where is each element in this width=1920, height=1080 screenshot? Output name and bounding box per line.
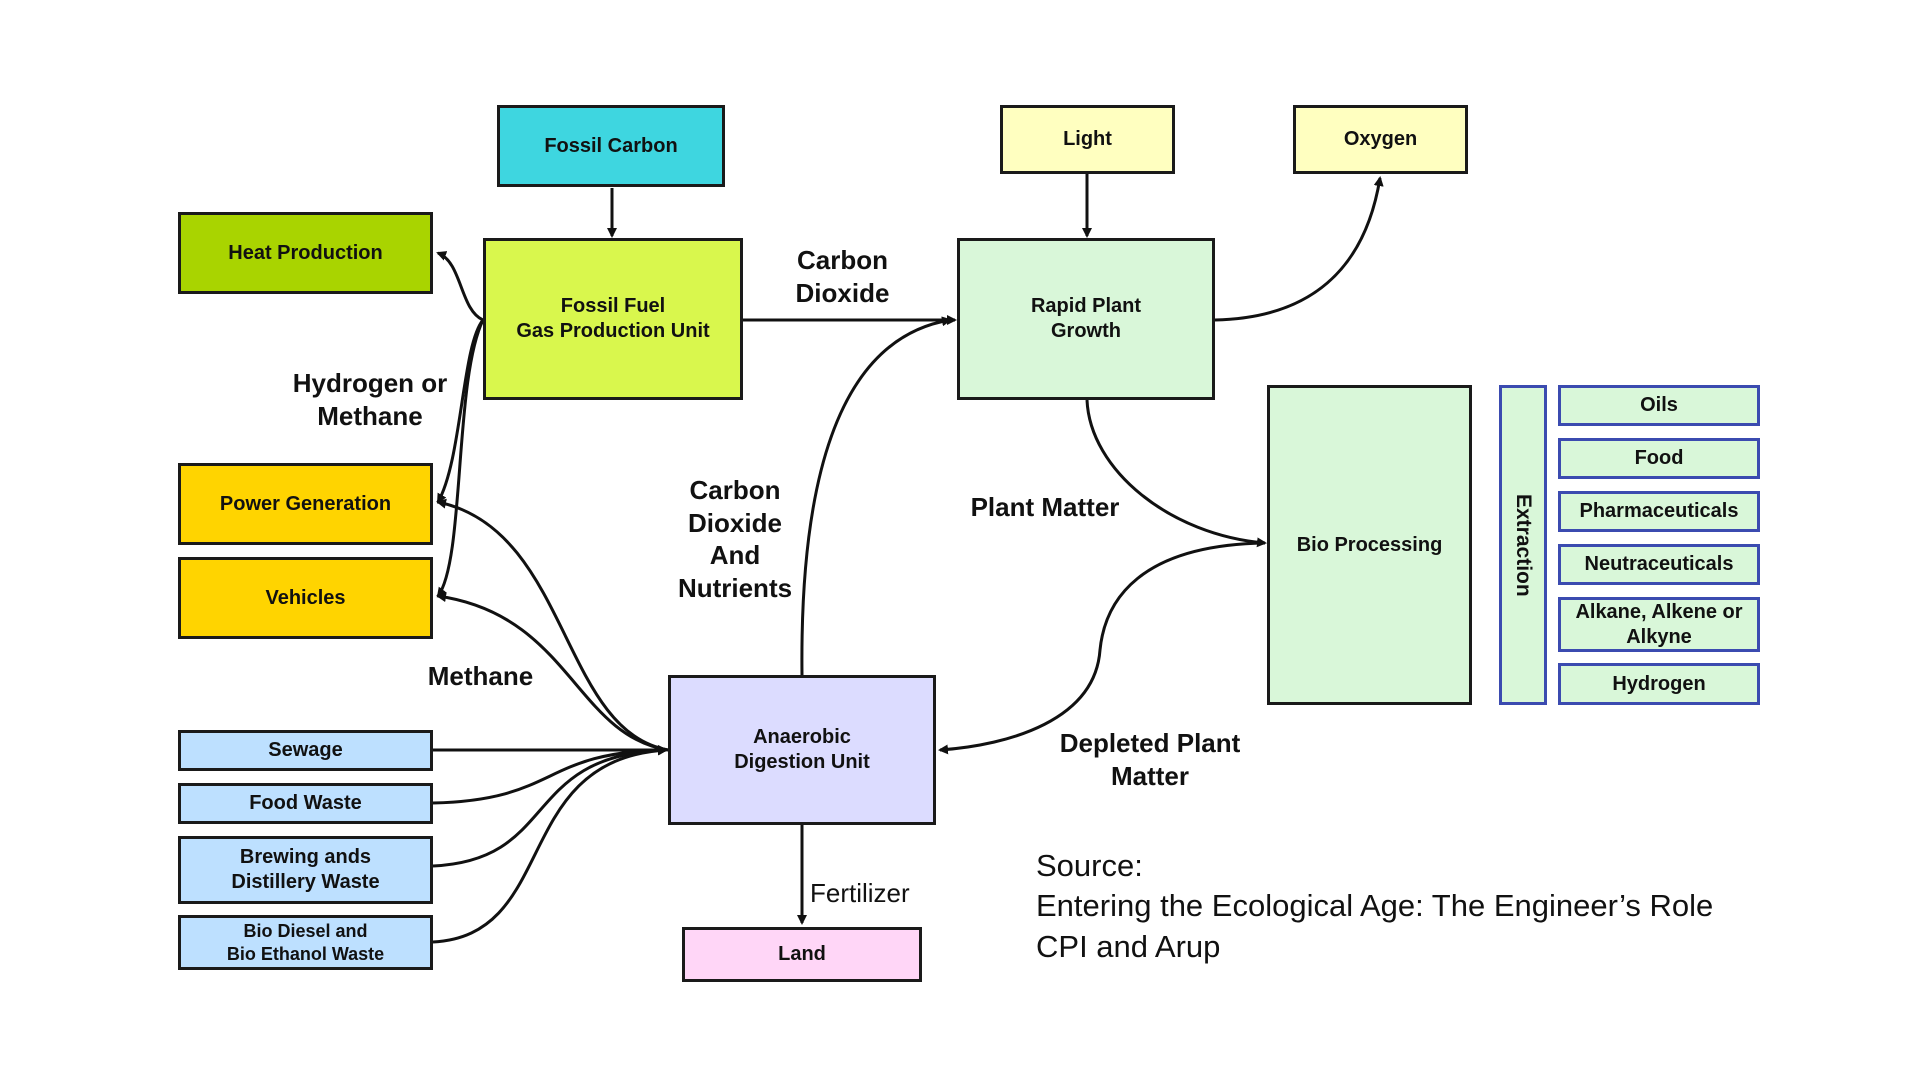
bio-processing-label: Bio Processing <box>1296 533 1443 556</box>
land-label: Land <box>778 943 826 965</box>
biodiesel-waste-label: Bio Diesel and Bio Ethanol Waste <box>226 921 385 964</box>
source-note: Source: Entering the Ecological Age: The… <box>1036 846 1713 967</box>
food-waste-box: Food Waste <box>178 783 433 824</box>
rapid-plant-growth-label: Rapid Plant Growth <box>1030 295 1141 342</box>
power-generation-label: Power Generation <box>219 492 392 515</box>
oxygen-label: Oxygen <box>1343 128 1418 150</box>
fossil-fuel-unit-label: Fossil Fuel Gas Production Unit <box>516 295 710 342</box>
label-fertilizer: Fertilizer <box>810 878 910 908</box>
vehicles-label: Vehicles <box>265 586 346 609</box>
rapid-plant-growth-box: Rapid Plant Growth <box>957 238 1215 400</box>
fossil-fuel-unit-box: Fossil Fuel Gas Production Unit <box>483 238 743 400</box>
product-pharmaceuticals: Pharmaceuticals <box>1558 491 1760 532</box>
arrow-to-power <box>436 319 485 504</box>
product-neutraceuticals: Neutraceuticals <box>1558 544 1760 585</box>
arrow-to-vehicles <box>436 319 485 598</box>
brewing-waste-box: Brewing ands Distillery Waste <box>178 836 433 904</box>
extraction-label: Extraction <box>1512 493 1535 597</box>
product-label: Food <box>1634 447 1684 469</box>
product-oils: Oils <box>1558 385 1760 426</box>
product-label: Neutraceuticals <box>1584 553 1734 575</box>
arrow-to-heat <box>436 251 484 322</box>
biodiesel-waste-box: Bio Diesel and Bio Ethanol Waste <box>178 915 433 970</box>
arrow-brewing <box>432 745 668 868</box>
arrow-plant-matter <box>1085 399 1267 548</box>
arrow-food-waste <box>432 745 668 805</box>
light-label: Light <box>1063 128 1112 150</box>
bio-processing-box: Bio Processing <box>1267 385 1472 705</box>
product-label: Oils <box>1640 394 1678 416</box>
arrow-methane-to-vehicles <box>436 592 669 752</box>
oxygen-box: Oxygen <box>1293 105 1468 174</box>
arrow-methane-to-power <box>436 498 669 752</box>
food-waste-label: Food Waste <box>249 792 362 814</box>
arrow-rapid-growth-to-oxygen <box>1214 176 1384 322</box>
source-title: Entering the Ecological Age: The Enginee… <box>1036 888 1714 924</box>
fossil-carbon-label: Fossil Carbon <box>544 134 678 157</box>
product-label: Alkane, Alkene or Alkyne <box>1575 600 1743 648</box>
sewage-box: Sewage <box>178 730 433 771</box>
source-heading: Source: <box>1036 848 1143 883</box>
heat-production-box: Heat Production <box>178 212 433 294</box>
arrow-biodiesel <box>432 745 668 944</box>
product-label: Hydrogen <box>1612 672 1706 695</box>
brewing-waste-label: Brewing ands Distillery Waste <box>231 846 380 893</box>
label-plant-matter: Plant Matter <box>970 492 1120 522</box>
product-alkane: Alkane, Alkene or Alkyne <box>1558 597 1760 652</box>
light-box: Light <box>1000 105 1175 174</box>
product-label: Pharmaceuticals <box>1579 500 1739 522</box>
source-authors: CPI and Arup <box>1036 928 1221 964</box>
label-hydrogen-or-methane: Hydrogen or Methane <box>292 368 448 431</box>
arrow-co2-nutrients <box>800 316 952 676</box>
heat-production-label: Heat Production <box>228 241 383 264</box>
product-hydrogen: Hydrogen <box>1558 663 1760 705</box>
sewage-label: Sewage <box>268 739 343 761</box>
anaerobic-digestion-label: Anaerobic Digestion Unit <box>734 726 870 773</box>
anaerobic-digestion-box: Anaerobic Digestion Unit <box>668 675 936 825</box>
product-food: Food <box>1558 438 1760 479</box>
power-generation-box: Power Generation <box>178 463 433 545</box>
vehicles-box: Vehicles <box>178 557 433 639</box>
label-depleted-plant-matter: Depleted Plant Matter <box>1059 728 1241 791</box>
arrow-depleted-plant-matter <box>938 541 1266 755</box>
label-methane: Methane <box>427 661 534 691</box>
label-co2-and-nutrients: Carbon Dioxide And Nutrients <box>677 475 793 603</box>
fossil-carbon-box: Fossil Carbon <box>497 105 725 187</box>
extraction-bar: Extraction <box>1499 385 1547 705</box>
label-carbon-dioxide: Carbon Dioxide <box>795 245 890 308</box>
land-box: Land <box>682 927 922 982</box>
